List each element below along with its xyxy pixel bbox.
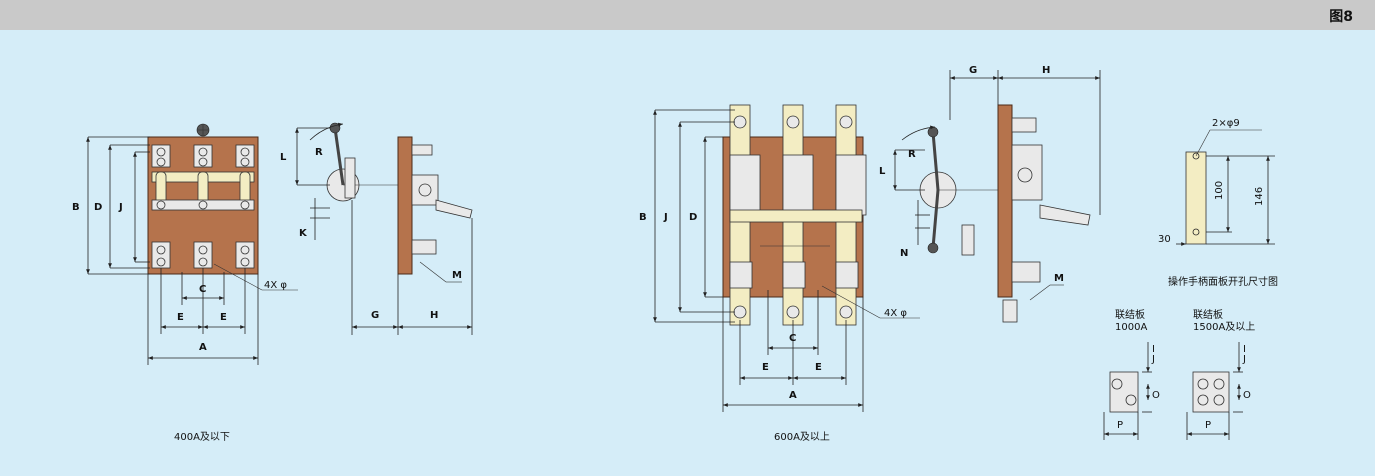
left-dim-D: D [94,202,102,213]
link-1500-O: O [1243,390,1251,401]
left-dim-A: A [199,342,207,353]
left-dim-H: H [430,310,438,321]
mid-dim-E2: E [815,362,822,373]
link-1500-P: P [1205,420,1211,431]
mid-dim-A: A [789,390,797,401]
mid-dim-E1: E [762,362,769,373]
left-dim-C: C [199,284,206,295]
figure-label: 图8 [1329,9,1353,25]
left-caption: 400A及以下 [174,431,230,443]
mid-dim-D: D [689,212,697,223]
panel-cutout-diagram: 2×φ9 100 146 30 操作手柄面板开孔尺寸图 [1158,118,1278,288]
link-1000-I: I [1152,344,1155,355]
link-1500-J: J [1242,354,1246,365]
left-dim-L: L [280,152,287,163]
left-dim-K: K [299,228,308,239]
left-dim-G: G [371,310,379,321]
mid-dim-C: C [789,333,796,344]
cutout-hole-spec: 2×φ9 [1212,118,1240,129]
cutout-dim-100: 100 [1214,181,1225,200]
mid-dim-G: G [969,65,977,76]
mid-dim-L: L [879,166,886,177]
left-dim-B: B [72,202,80,213]
cutout-dim-146: 146 [1254,187,1265,206]
link-1000-P: P [1117,420,1123,431]
mid-dim-M: M [1054,273,1064,284]
link-1500-I: I [1243,344,1246,355]
link-1000-O: O [1152,390,1160,401]
mid-dim-H: H [1042,65,1050,76]
drawing-canvas: 4X φ B D J A E E C 400A及以下 [0,30,1375,472]
cutout-dim-30: 30 [1158,234,1171,245]
mid-side-view: R L N G H M [879,65,1101,323]
cutout-title: 操作手柄面板开孔尺寸图 [1168,275,1278,288]
left-dim-M: M [452,270,462,281]
header-bar: 图8 [0,0,1375,30]
link-plate-1500a: 联结板 1500A及以上 P J I O [1186,308,1255,440]
mid-caption: 600A及以上 [774,431,830,443]
mid-hole-label: 4X φ [884,308,907,319]
left-dim-E2: E [220,312,227,323]
left-side-view: R L K G H M [280,122,473,335]
link-plate-1000a: 联结板 1000A P J I O [1103,308,1160,440]
link-1000-J: J [1151,354,1155,365]
left-dim-J: J [118,202,123,213]
mid-dim-J: J [663,212,668,223]
link-1500-rating: 1500A及以上 [1193,321,1255,333]
mid-dim-N: N [900,248,908,259]
link-1000-rating: 1000A [1115,322,1147,333]
left-dim-E1: E [177,312,184,323]
link-1000-title: 联结板 [1115,308,1145,321]
mid-dim-B: B [639,212,647,223]
left-dim-R: R [315,147,323,158]
link-1500-title: 联结板 [1193,308,1223,321]
left-hole-label: 4X φ [264,280,287,291]
mid-front-view: 4X φ B J D A E E C 600A及以上 [639,104,920,443]
left-front-view: 4X φ B D J A E E C 400A及以下 [72,123,298,443]
mid-dim-R: R [908,149,916,160]
